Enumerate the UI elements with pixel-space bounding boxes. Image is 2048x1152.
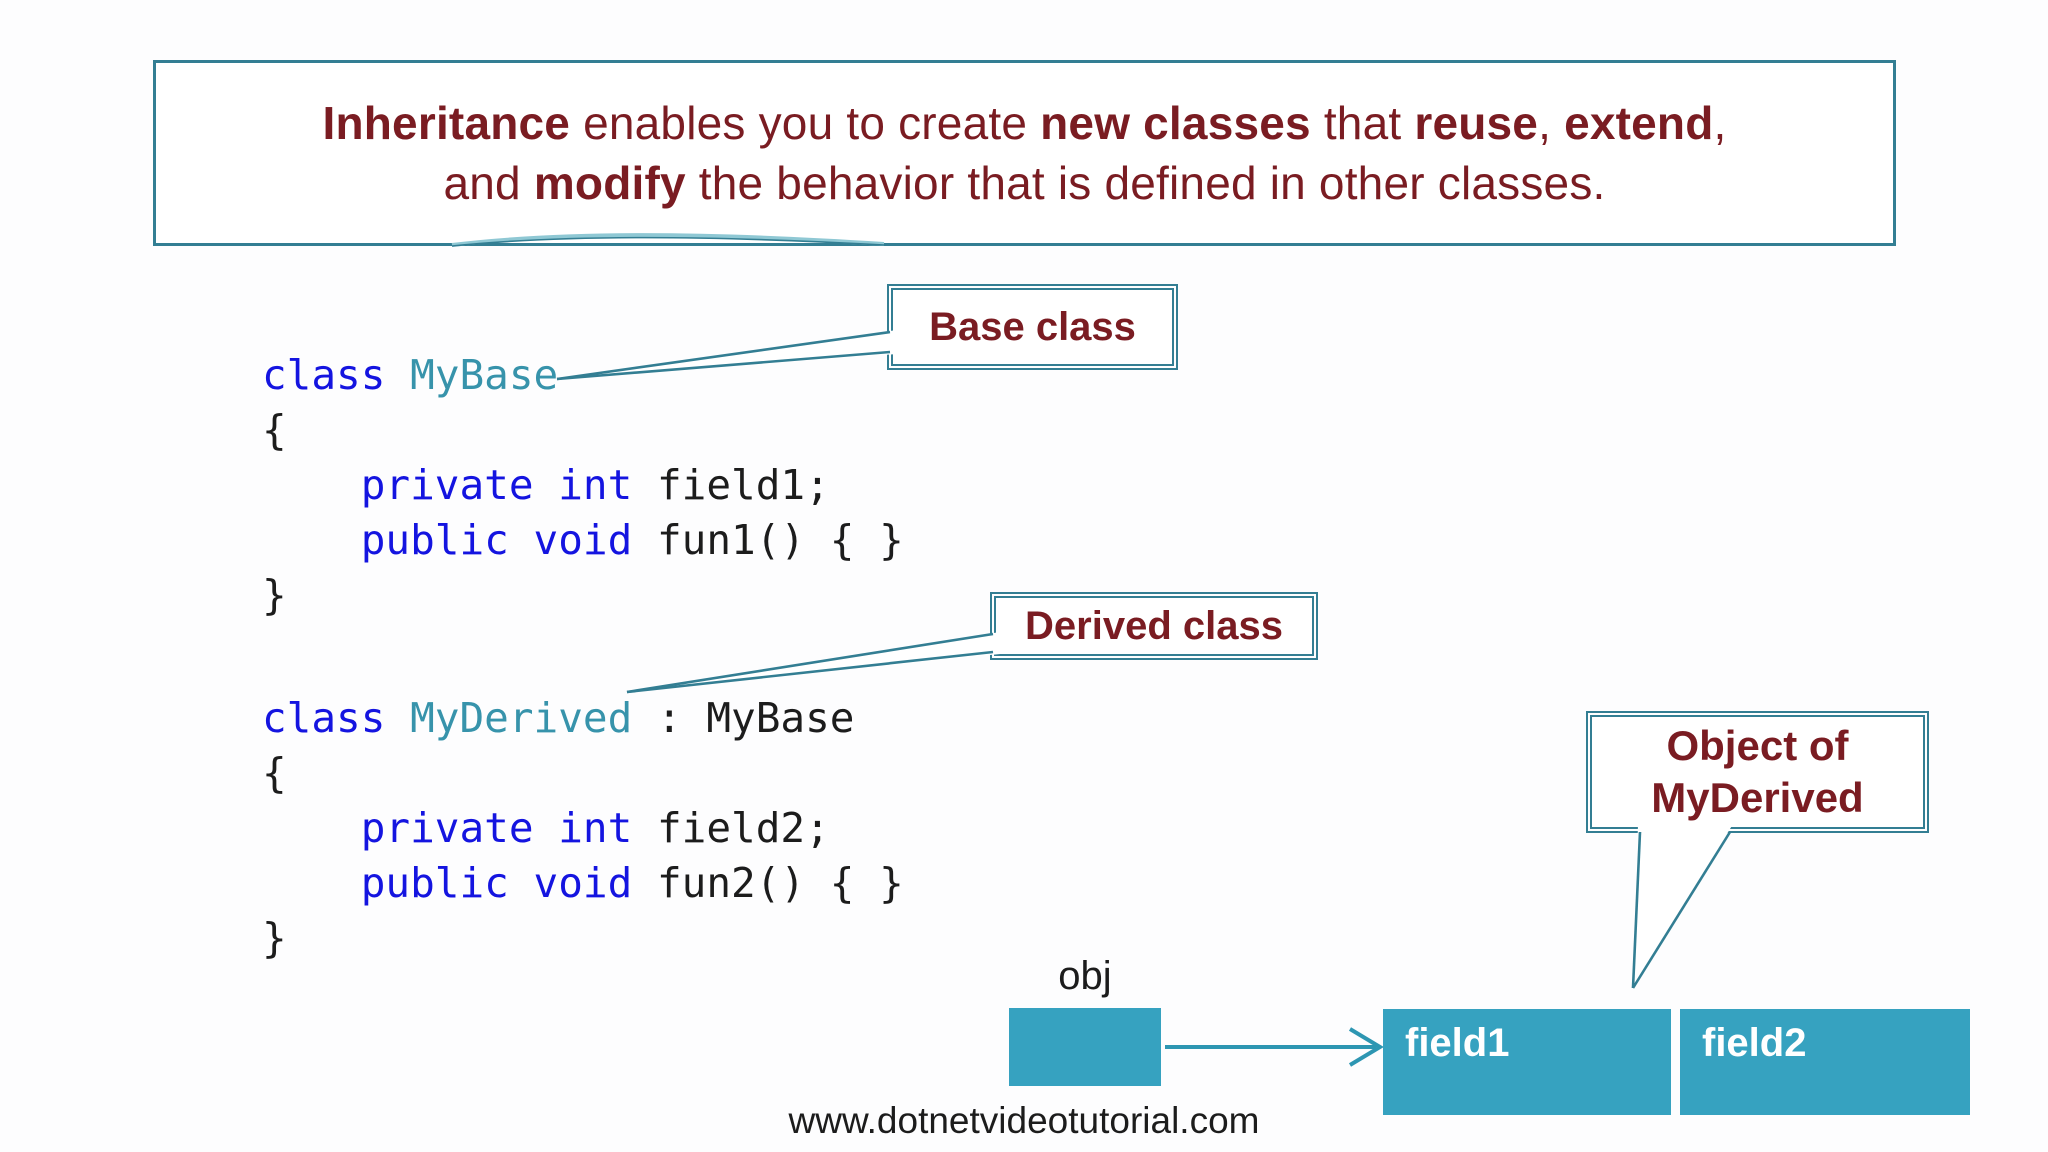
object-callout-label-line2: MyDerived [1651, 774, 1864, 821]
derived-class-callout-label: Derived class [1025, 604, 1283, 648]
object-of-myderived-callout: Object of MyDerived [1586, 711, 1929, 833]
field2-memory-box: field2 [1680, 1009, 1970, 1115]
obj-variable-label: obj [1058, 954, 1112, 998]
code-block-myderived: class MyDerived : MyBase{ private int fi… [262, 694, 904, 962]
field2-label: field2 [1702, 1021, 1807, 1065]
website-footer: www.dotnetvideotutorial.com [788, 1100, 1260, 1141]
derived-class-callout: Derived class [990, 592, 1318, 660]
code-block-mybase: class MyBase{ private int field1; public… [262, 351, 904, 619]
field1-memory-box: field1 [1383, 1009, 1671, 1115]
title-line-1: Inheritance enables you to create new cl… [322, 97, 1727, 149]
field1-label: field1 [1405, 1021, 1510, 1065]
obj-to-field1-arrow [1165, 1027, 1384, 1067]
base-class-callout-label: Base class [929, 305, 1136, 349]
object-callout-tail [1631, 824, 1733, 989]
obj-reference-box [1009, 1008, 1161, 1086]
object-callout-label-line1: Object of [1666, 722, 1849, 769]
derived-class-callout-tail [626, 632, 1000, 694]
base-class-callout: Base class [887, 284, 1178, 370]
title-banner: Inheritance enables you to create new cl… [153, 60, 1896, 246]
title-line-2: and modify the behavior that is defined … [443, 157, 1606, 209]
